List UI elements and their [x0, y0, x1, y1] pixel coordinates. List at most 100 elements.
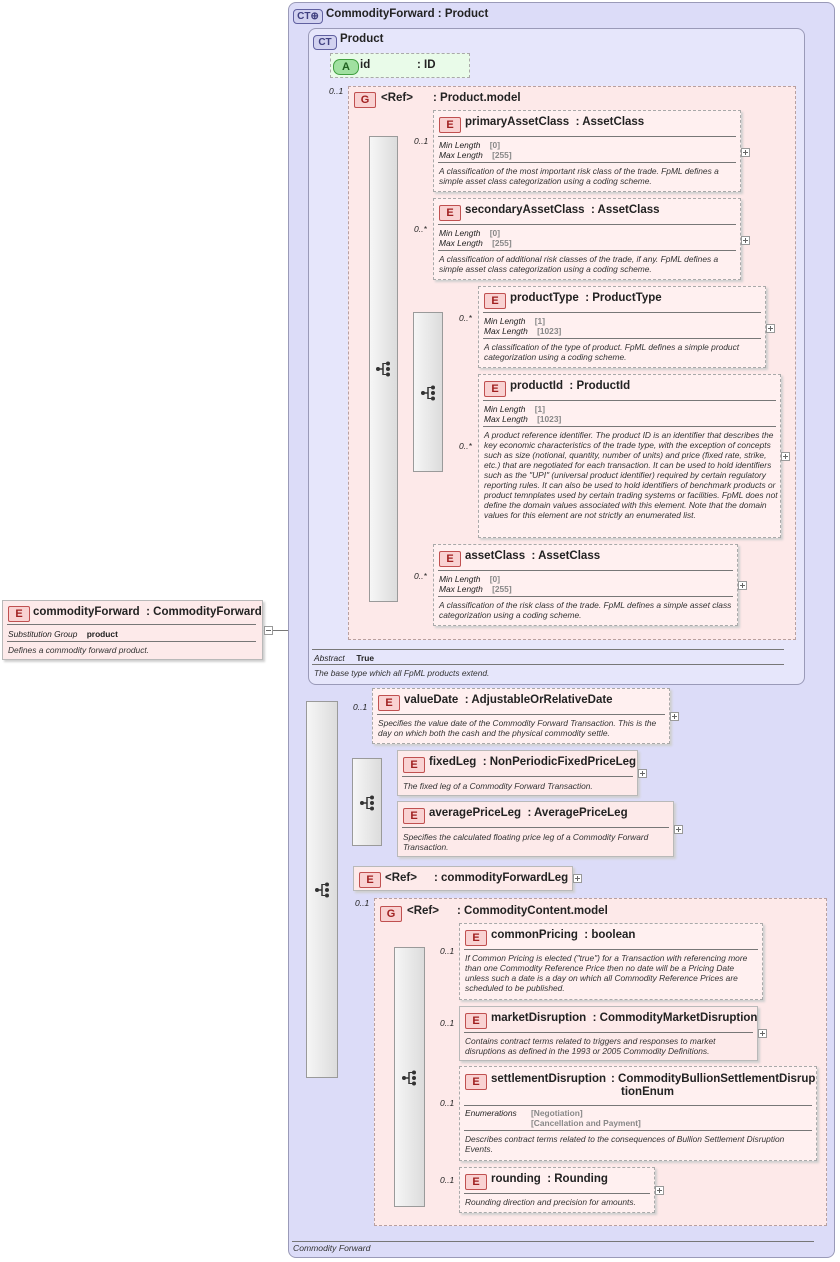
- attribute-type: : ID: [417, 59, 436, 71]
- separator: [464, 949, 758, 950]
- separator: [438, 570, 733, 571]
- expand-toggle[interactable]: [781, 452, 790, 461]
- attribute-badge: A: [333, 59, 359, 75]
- separator: [7, 641, 256, 642]
- element-commonPricing[interactable]: E commonPricing : boolean If Common Pric…: [459, 923, 763, 1000]
- element-productType[interactable]: E productType : ProductType Min Length […: [478, 286, 766, 368]
- expand-toggle[interactable]: [766, 324, 775, 333]
- separator: [464, 1105, 812, 1106]
- expand-toggle[interactable]: [573, 874, 582, 883]
- element-secondaryAssetClass[interactable]: E secondaryAssetClass : AssetClass Min L…: [433, 198, 741, 280]
- element-primaryAssetClass[interactable]: E primaryAssetClass : AssetClass Min Len…: [433, 110, 741, 192]
- sequence-compositor[interactable]: [306, 701, 338, 1078]
- group-name: : CommodityContent.model: [457, 905, 608, 917]
- separator: [402, 776, 633, 777]
- separator: [402, 827, 669, 828]
- min-length: Min Length [0]: [439, 140, 500, 150]
- element-description: Rounding direction and precision for amo…: [465, 1197, 636, 1207]
- choice-compositor[interactable]: [352, 758, 382, 846]
- element-description: A product reference identifier. The prod…: [484, 430, 778, 520]
- element-settlementDisruption[interactable]: E settlementDisruption : CommodityBullio…: [459, 1066, 817, 1161]
- element-name: productType : ProductType: [510, 292, 662, 304]
- element-description: Defines a commodity forward product.: [8, 645, 150, 655]
- separator: [438, 224, 736, 225]
- element-badge: E: [439, 117, 461, 133]
- element-commodityForward[interactable]: E commodityForward : CommodityForward Su…: [2, 600, 263, 660]
- sequence-compositor[interactable]: [369, 136, 398, 602]
- element-rounding[interactable]: E rounding : Rounding Rounding direction…: [459, 1167, 655, 1213]
- group-ref: <Ref>: [407, 905, 439, 917]
- min-length: Min Length [0]: [439, 228, 500, 238]
- element-name: rounding : Rounding: [491, 1173, 608, 1185]
- element-description: A classification of the risk class of th…: [439, 600, 732, 620]
- element-name: secondaryAssetClass : AssetClass: [465, 204, 660, 216]
- separator: [377, 714, 665, 715]
- cardinality: 0..*: [459, 313, 472, 323]
- element-badge: E: [465, 1174, 487, 1190]
- complex-type-badge: CT⊕: [293, 9, 323, 24]
- element-description: Specifies the calculated floating price …: [403, 832, 649, 852]
- sequence-icon: [402, 1070, 416, 1086]
- complex-type-title: CommodityForward : Product: [326, 8, 489, 20]
- element-type: : CommodityBullionSettlementDisrup: [611, 1073, 816, 1085]
- min-length: Min Length [1]: [484, 316, 545, 326]
- group-badge: G: [380, 906, 402, 922]
- expand-toggle[interactable]: [655, 1186, 664, 1195]
- element-marketDisruption[interactable]: E marketDisruption : CommodityMarketDisr…: [459, 1006, 758, 1061]
- element-description: Describes contract terms related to the …: [465, 1134, 785, 1154]
- expand-toggle[interactable]: [670, 712, 679, 721]
- element-badge: E: [439, 205, 461, 221]
- separator: [483, 312, 761, 313]
- attribute-id[interactable]: A id : ID: [330, 53, 470, 78]
- complex-type-description: The base type which all FpML products ex…: [314, 668, 490, 678]
- expand-toggle[interactable]: [741, 236, 750, 245]
- sequence-icon: [376, 361, 390, 377]
- separator: [483, 400, 776, 401]
- separator: [438, 250, 736, 251]
- element-name: marketDisruption : CommodityMarketDisrup…: [491, 1012, 758, 1024]
- collapse-toggle[interactable]: [264, 626, 273, 635]
- element-description: Specifies the value date of the Commodit…: [378, 718, 657, 738]
- cardinality: 0..1: [440, 1098, 455, 1108]
- min-length: Min Length [0]: [439, 574, 500, 584]
- element-description: The fixed leg of a Commodity Forward Tra…: [403, 781, 593, 791]
- element-assetClass[interactable]: E assetClass : AssetClass Min Length [0]…: [433, 544, 738, 626]
- element-name: assetClass : AssetClass: [465, 550, 601, 562]
- element-badge: E: [403, 757, 425, 773]
- max-length: Max Length [1023]: [484, 414, 562, 424]
- element-valueDate[interactable]: E valueDate : AdjustableOrRelativeDate S…: [372, 688, 670, 744]
- expand-toggle[interactable]: [674, 825, 683, 834]
- element-badge: E: [465, 1074, 487, 1090]
- sequence-compositor[interactable]: [413, 312, 443, 472]
- element-badge: E: [465, 930, 487, 946]
- cardinality: 0..*: [414, 224, 427, 234]
- enumeration-value: [Negotiation]: [531, 1108, 583, 1118]
- expand-toggle[interactable]: [758, 1029, 767, 1038]
- separator: [464, 1032, 753, 1033]
- element-commodityForwardLeg[interactable]: E <Ref> : commodityForwardLeg: [353, 866, 573, 891]
- expand-toggle[interactable]: [741, 148, 750, 157]
- element-badge: E: [403, 808, 425, 824]
- connector: [263, 630, 298, 631]
- element-productId[interactable]: E productId : ProductId Min Length [1] M…: [478, 374, 781, 538]
- element-averagePriceLeg[interactable]: E averagePriceLeg : AveragePriceLeg Spec…: [397, 801, 674, 857]
- element-type-wrap: tionEnum: [621, 1086, 675, 1098]
- element-badge: E: [465, 1013, 487, 1029]
- element-ref: <Ref>: [385, 872, 417, 884]
- expand-toggle[interactable]: [738, 581, 747, 590]
- element-fixedLeg[interactable]: E fixedLeg : NonPeriodicFixedPriceLeg Th…: [397, 750, 638, 796]
- separator: [438, 596, 733, 597]
- element-badge: E: [378, 695, 400, 711]
- sequence-compositor[interactable]: [394, 947, 425, 1207]
- cardinality: 0..*: [414, 571, 427, 581]
- element-name: settlementDisruption: [491, 1073, 607, 1085]
- separator: [292, 1241, 814, 1242]
- complex-type-title: Product: [340, 33, 384, 45]
- cardinality: 0..1: [440, 1175, 455, 1185]
- element-name: commonPricing : boolean: [491, 929, 636, 941]
- substitution-group: Substitution Group product: [8, 629, 118, 639]
- element-name: productId : ProductId: [510, 380, 631, 392]
- element-badge: E: [439, 551, 461, 567]
- cardinality: 0..*: [459, 441, 472, 451]
- expand-toggle[interactable]: [638, 769, 647, 778]
